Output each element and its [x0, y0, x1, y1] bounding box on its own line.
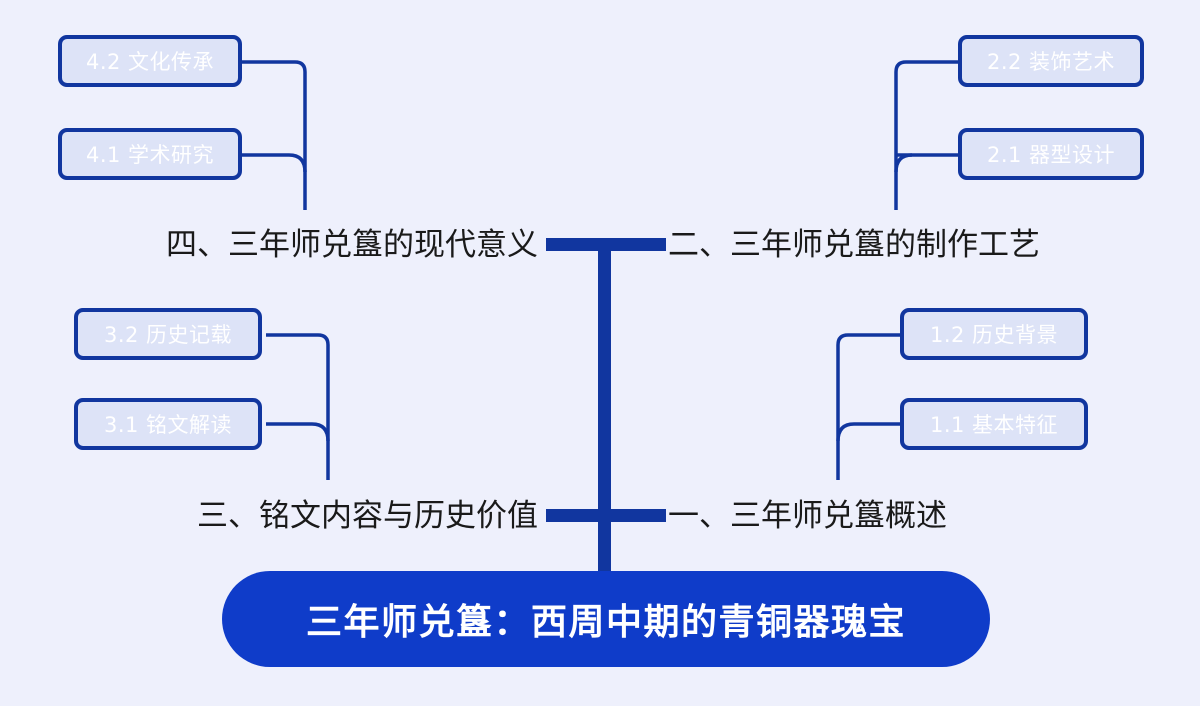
trunk-bar-lower	[546, 509, 666, 522]
branch-label-1[interactable]: 一、三年师兑簋概述	[668, 498, 947, 534]
leaf-node-label: 4.2 文化传承	[85, 50, 215, 74]
connector-leaf-1-1	[836, 422, 904, 442]
leaf-node-1-2[interactable]: 1.2 历史背景	[900, 308, 1088, 360]
connector-leaf-2-1-elbow	[894, 153, 913, 173]
leaf-node-label: 4.1 学术研究	[85, 143, 215, 167]
leaf-node-label: 2.2 装饰艺术	[986, 50, 1116, 74]
leaf-node-label: 1.1 基本特征	[929, 413, 1059, 437]
branch-label-4[interactable]: 四、三年师兑簋的现代意义	[166, 227, 538, 263]
branch-label-3[interactable]: 三、铭文内容与历史价值	[197, 498, 538, 534]
leaf-node-label: 3.2 历史记载	[103, 323, 233, 347]
leaf-node-label: 2.1 器型设计	[986, 143, 1116, 167]
leaf-node-3-1[interactable]: 3.1 铭文解读	[74, 398, 262, 450]
leaf-node-2-2[interactable]: 2.2 装饰艺术	[958, 35, 1144, 87]
spine-branch-1	[836, 333, 904, 480]
leaf-node-4-2[interactable]: 4.2 文化传承	[58, 35, 242, 87]
leaf-node-4-1[interactable]: 4.1 学术研究	[58, 128, 242, 180]
root-node[interactable]: 三年师兑簋：西周中期的青铜器瑰宝	[222, 571, 990, 667]
leaf-node-1-1[interactable]: 1.1 基本特征	[900, 398, 1088, 450]
branch-label-2[interactable]: 二、三年师兑簋的制作工艺	[668, 227, 1040, 263]
leaf-node-label: 3.1 铭文解读	[103, 413, 233, 437]
spine-branch-2	[894, 60, 962, 210]
leaf-node-2-1[interactable]: 2.1 器型设计	[958, 128, 1144, 180]
leaf-node-3-2[interactable]: 3.2 历史记载	[74, 308, 262, 360]
spine-branch-4	[238, 60, 307, 210]
trunk-bar-upper	[546, 238, 666, 251]
spine-branch-3	[266, 333, 330, 480]
connector-leaf-3-1	[266, 422, 330, 442]
leaf-node-label: 1.2 历史背景	[929, 323, 1059, 347]
root-node-label: 三年师兑簋：西周中期的青铜器瑰宝	[305, 602, 906, 643]
trunk-vertical	[598, 240, 611, 585]
connector-leaf-4-1	[238, 153, 307, 173]
